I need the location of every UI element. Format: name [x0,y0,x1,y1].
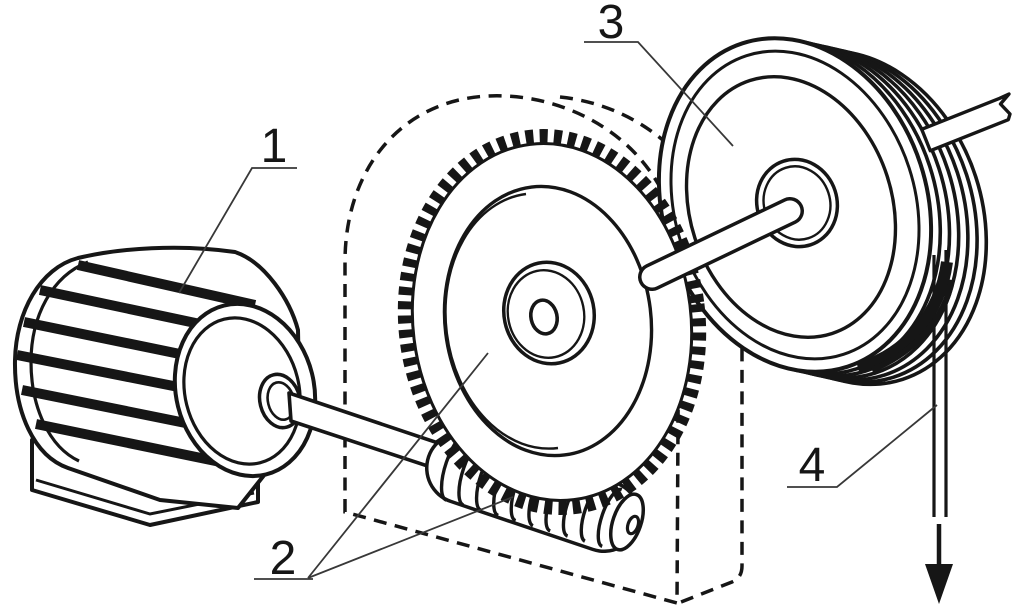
axle-exit-shaft [920,92,1012,153]
gear-root-outline [410,142,694,502]
part-label-motor: 1 [261,120,288,173]
leader-lines [178,41,938,580]
cable-bunch-shading [856,261,953,374]
motor-fin [76,260,257,310]
part-label-drum: 3 [598,0,625,49]
motor-fin [34,419,237,470]
gear-center-hole [529,298,559,336]
cable-bunch-shading-2 [870,279,955,373]
cable [925,250,953,604]
worm-end-hole [625,514,641,536]
axle-fill [641,200,801,288]
drum-axle [638,92,1012,291]
gear-hub-inner [506,269,586,359]
part-labels: 1 2 3 4 [261,0,826,585]
gear-face-double-line [444,192,559,450]
drum-face-edge [684,75,898,339]
leader-line-2 [254,352,514,580]
part-label-worm-drive: 2 [270,532,297,585]
leader-line-4 [787,404,938,488]
worm-end-face [608,492,646,552]
leader-line-3 [584,41,734,147]
leader-line-1 [178,167,297,294]
motor-end-cap-outer [172,301,318,479]
electric-motor [12,245,318,527]
worm-wheel-gear [397,129,707,515]
arrow-down-icon [925,564,953,604]
part-label-cable: 4 [799,439,826,492]
gear-teeth-ring [397,129,707,515]
motor-end-cap-inner [182,316,302,466]
